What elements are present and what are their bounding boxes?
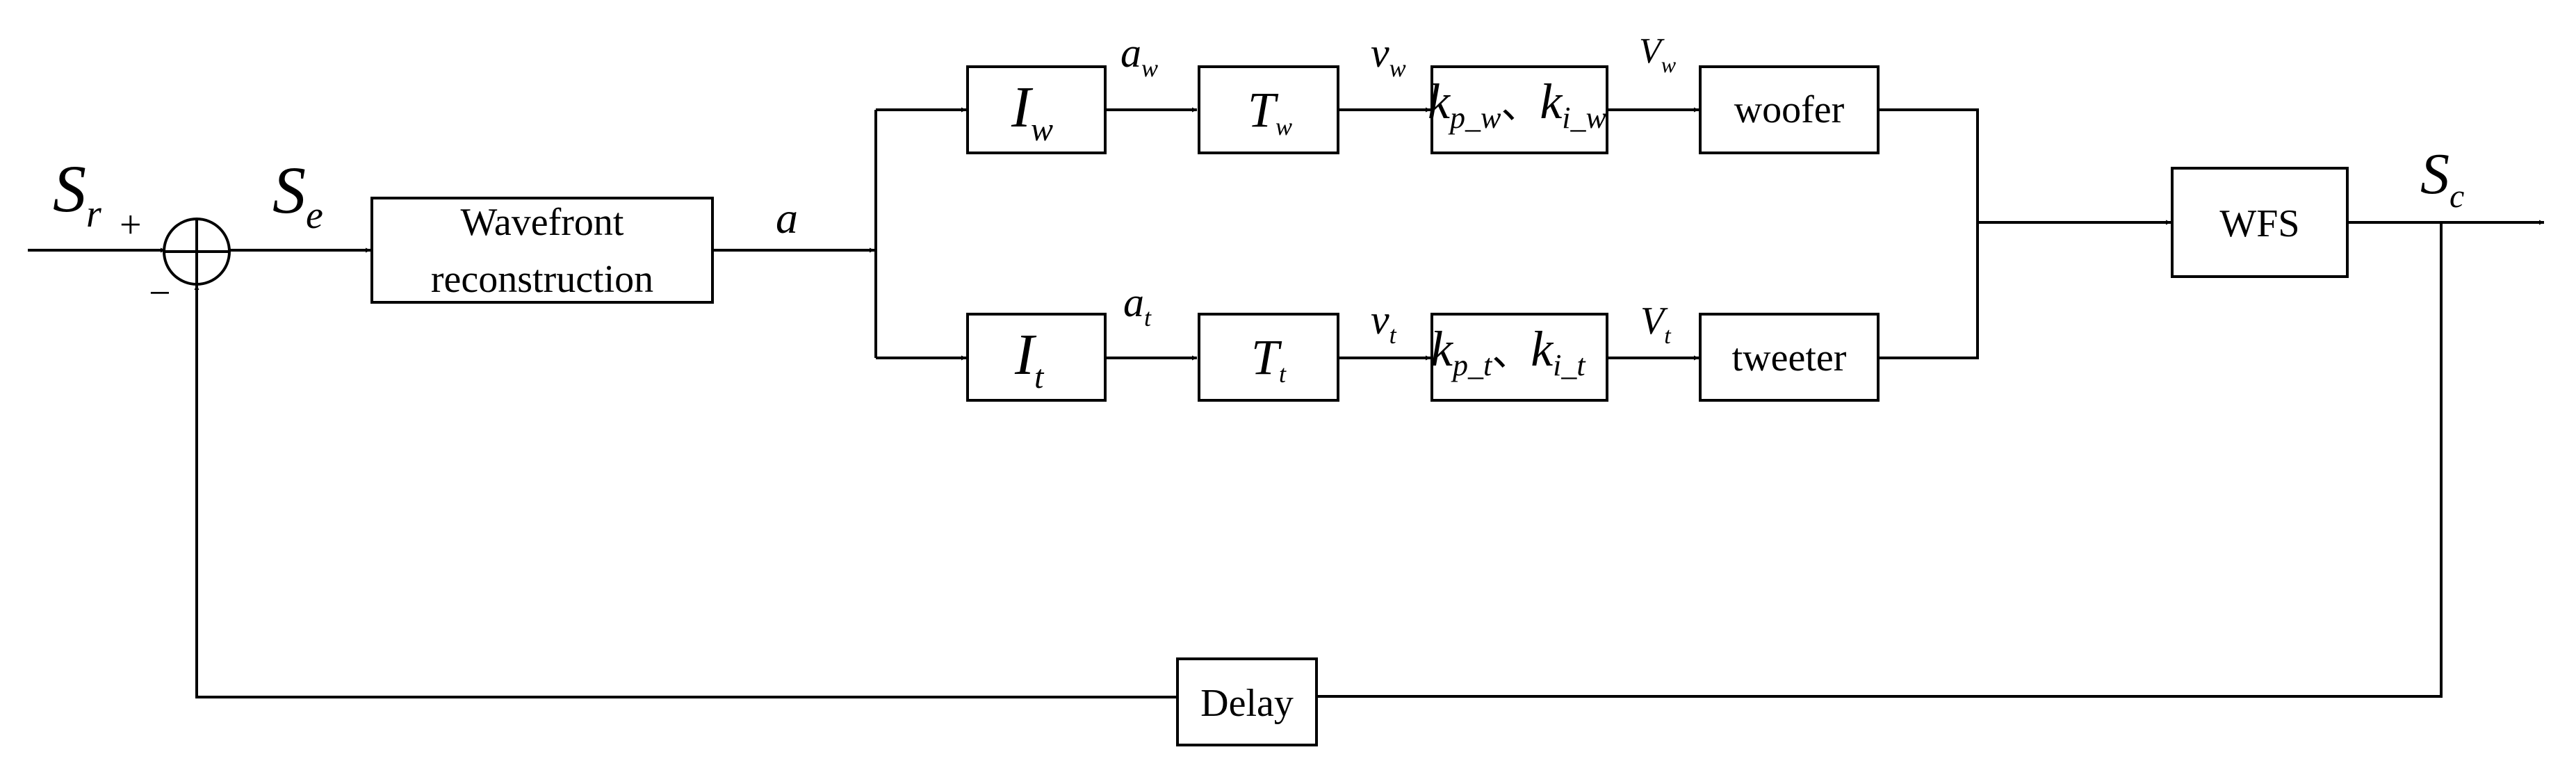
tw-block	[1198, 65, 1339, 154]
woofer-label: woofer	[1734, 88, 1845, 131]
summing-junction	[163, 218, 231, 286]
delay-label: Delay	[1200, 682, 1294, 725]
Vw-label: Vw	[1639, 31, 1677, 77]
it-block	[966, 313, 1107, 402]
tw-label: Tw	[1248, 82, 1292, 140]
vt-label: vt	[1371, 297, 1397, 349]
woofer-block	[1699, 65, 1880, 154]
Vt-label: Vt	[1640, 300, 1672, 349]
wavefront-reconstruction-block	[370, 197, 714, 304]
vw-label: vw	[1371, 30, 1406, 82]
tweeter-block	[1699, 313, 1880, 402]
merge-wire	[1878, 108, 1979, 359]
kw-gain-block	[1430, 65, 1608, 154]
sr-label: Sr	[53, 152, 101, 236]
iw-block	[966, 65, 1107, 154]
wfs-label: WFS	[2219, 202, 2299, 245]
tweeter-label: tweeter	[1732, 336, 1847, 379]
it-label: It	[1014, 322, 1045, 395]
plus-sign: +	[120, 204, 142, 247]
se-label: Se	[272, 153, 323, 237]
feedback-wire-right	[1317, 222, 2443, 698]
delay-block	[1176, 657, 1318, 746]
wavefront-label-line1: Wavefront	[461, 201, 624, 244]
iw-label: Iw	[1011, 75, 1053, 148]
tt-label: Tt	[1251, 329, 1287, 388]
aw-label: aw	[1120, 30, 1158, 82]
kt-gain-label: kp_t、ki_t	[1430, 321, 1586, 382]
at-label: at	[1123, 279, 1152, 332]
kt-gain-block	[1430, 313, 1608, 402]
kw-gain-label: kp_w、ki_w	[1428, 74, 1607, 135]
wfs-block	[2171, 167, 2349, 278]
feedback-wire-left	[194, 285, 1176, 698]
sc-label: Sc	[2420, 142, 2464, 215]
a-label: a	[776, 193, 798, 243]
tt-block	[1198, 313, 1339, 402]
wavefront-label-line2: reconstruction	[431, 258, 653, 301]
minus-sign: −	[149, 272, 171, 315]
